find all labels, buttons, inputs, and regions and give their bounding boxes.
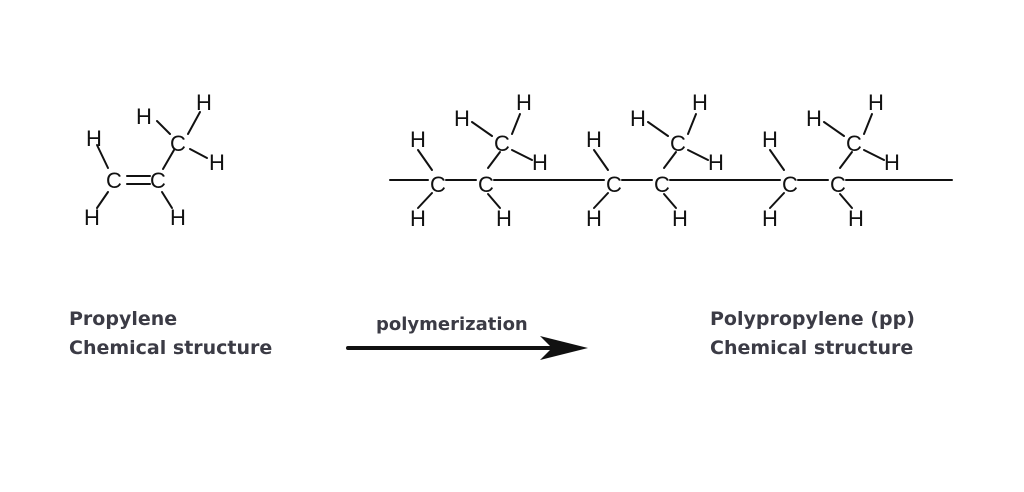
bond [769, 149, 785, 171]
bond [839, 151, 853, 169]
hydrogen-atom: H [868, 90, 884, 115]
bond [187, 111, 201, 135]
bond [156, 120, 171, 135]
carbon-atom: C [846, 131, 862, 156]
bond [823, 121, 845, 137]
propylene-molecule: H C C H H H C H H [84, 90, 225, 230]
bond [162, 149, 175, 170]
bond [687, 113, 697, 135]
hydrogen-atom: H [196, 90, 212, 115]
propylene-subtitle: Chemical structure [69, 337, 273, 359]
hydrogen-atom: H [86, 126, 102, 151]
bond [663, 151, 677, 169]
bond [687, 149, 709, 161]
polypropylene-subtitle: Chemical structure [710, 337, 914, 359]
bond [471, 121, 493, 137]
bond [511, 113, 521, 135]
carbon-atom: C [430, 172, 446, 197]
hydrogen-atom: H [708, 150, 724, 175]
carbon-atom: C [606, 172, 622, 197]
bond [96, 191, 109, 209]
hydrogen-atom: H [454, 106, 470, 131]
polypropylene-name: Polypropylene (pp) [710, 308, 915, 330]
hydrogen-atom: H [762, 127, 778, 152]
hydrogen-atom: H [884, 150, 900, 175]
carbon-atom: C [830, 172, 846, 197]
hydrogen-atom: H [630, 106, 646, 131]
bond [663, 193, 677, 209]
hydrogen-atom: H [209, 150, 225, 175]
hydrogen-atom: H [848, 206, 864, 231]
propylene-name: Propylene [69, 308, 178, 330]
bond [647, 121, 669, 137]
carbon-atom: C [670, 131, 686, 156]
propylene-caption: Propylene Chemical structure [69, 305, 272, 363]
bond [487, 193, 501, 209]
carbon-atom: C [106, 168, 122, 193]
bond [161, 191, 173, 209]
hydrogen-atom: H [496, 206, 512, 231]
hydrogen-atom: H [762, 206, 778, 231]
bond [863, 149, 885, 161]
hydrogen-atom: H [806, 106, 822, 131]
hydrogen-atom: H [516, 90, 532, 115]
hydrogen-atom: H [586, 127, 602, 152]
bond [487, 151, 501, 169]
bond [593, 149, 609, 171]
polymerization-label: polymerization [376, 314, 528, 335]
bond [417, 149, 433, 171]
carbon-atom: C [782, 172, 798, 197]
bond [863, 113, 873, 135]
bond [769, 192, 785, 209]
hydrogen-atom: H [672, 206, 688, 231]
bond [593, 192, 609, 209]
carbon-atom: C [654, 172, 670, 197]
bond [839, 193, 853, 209]
bond [189, 148, 208, 159]
hydrogen-atom: H [532, 150, 548, 175]
hydrogen-atom: H [136, 104, 152, 129]
bond [417, 192, 433, 209]
carbon-atom: C [478, 172, 494, 197]
polypropylene-caption: Polypropylene (pp) Chemical structure [710, 305, 915, 363]
carbon-atom: C [150, 168, 166, 193]
hydrogen-atom: H [84, 205, 100, 230]
hydrogen-atom: H [410, 127, 426, 152]
reaction-arrow [346, 336, 588, 360]
hydrogen-atom: H [692, 90, 708, 115]
hydrogen-atom: H [586, 206, 602, 231]
carbon-atom: C [170, 131, 186, 156]
carbon-atom: C [494, 131, 510, 156]
hydrogen-atom: H [410, 206, 426, 231]
hydrogen-atom: H [170, 205, 186, 230]
bond [96, 144, 109, 169]
bond [511, 149, 533, 161]
